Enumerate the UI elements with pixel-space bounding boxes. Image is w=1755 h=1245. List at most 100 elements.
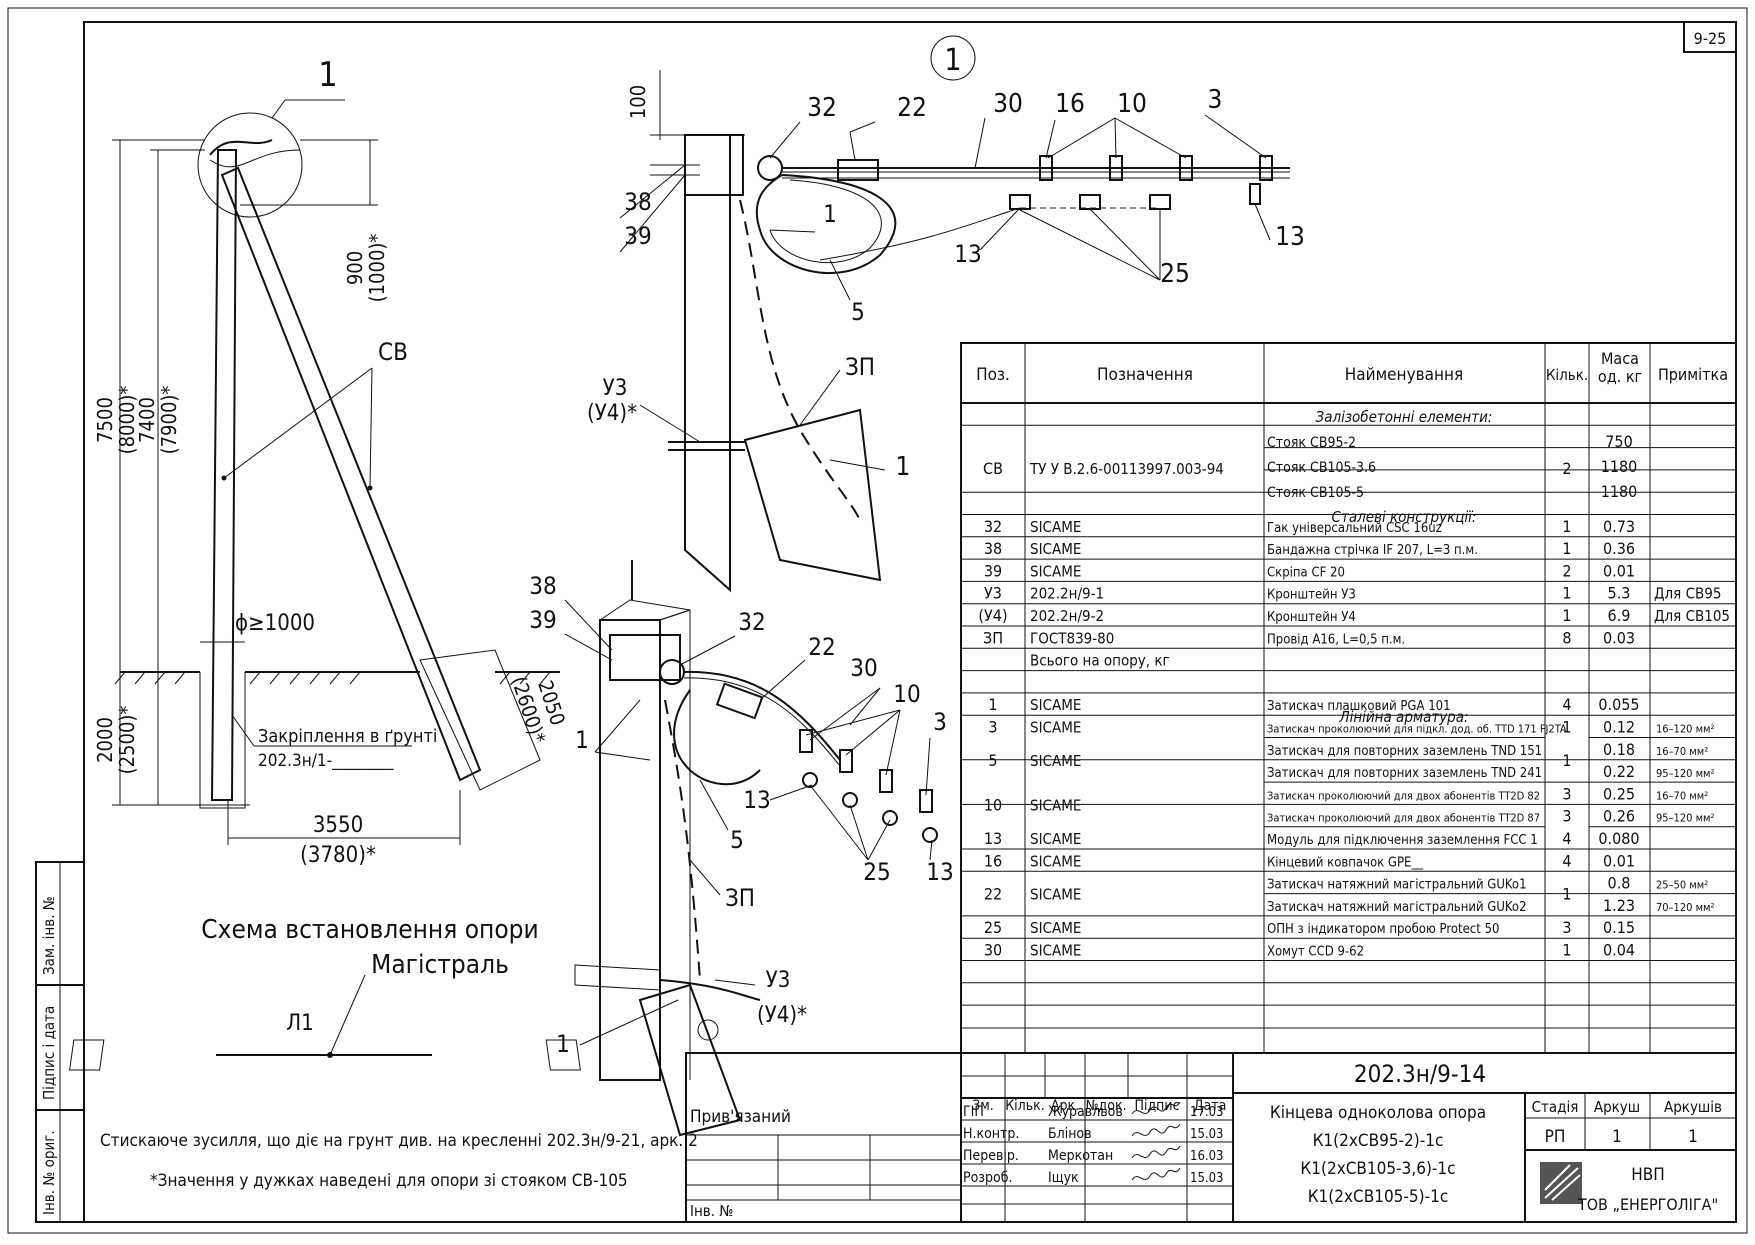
company-logo: [1540, 1162, 1582, 1204]
fit-16-pos: 16: [984, 851, 1002, 870]
fit-3-des: SICAME: [1030, 719, 1081, 737]
cv-item-2-mass: 1180: [1601, 457, 1638, 476]
steel-row-4-pos: (У4): [978, 606, 1007, 625]
steel-row-1-qty: 1: [1562, 539, 1571, 558]
fit-30-pos: 30: [984, 941, 1002, 960]
fit-1-pos: 1: [988, 695, 997, 714]
fit-22-item-1-note: 70–120 мм²: [1656, 901, 1714, 914]
dim-7400: 7400: [135, 397, 159, 443]
fit-3-mass: 0.12: [1603, 718, 1635, 737]
section-steel: Сталеві конструкції:: [1332, 508, 1477, 526]
fit-5-des: SICAME: [1030, 752, 1081, 770]
sig-0-name: Журавльов: [1048, 1104, 1123, 1120]
bottom-label-u4: (У4)*: [757, 1003, 807, 1028]
fit-22-qty: 1: [1562, 885, 1571, 904]
bottom-label-3: 3: [933, 708, 947, 736]
fit-5-pos: 5: [988, 751, 997, 770]
fit-13-des: SICAME: [1030, 830, 1081, 848]
stage-value: РП: [1545, 1127, 1566, 1147]
cv-qty: 2: [1562, 459, 1571, 478]
fit-10-item-1-name: Затискач проколюючий для двох абонентів …: [1267, 812, 1540, 825]
bottom-label-u3: У3: [766, 968, 791, 993]
steel-row-1-designation: SICAME: [1030, 540, 1081, 558]
fit-5-item-0-note: 16–70 мм²: [1656, 745, 1708, 758]
dim-7900: (7900)*: [157, 386, 181, 455]
fit-10-item-0-note: 16–70 мм²: [1656, 789, 1708, 802]
fit-1-name: Затискач плашковий PGA 101: [1267, 699, 1451, 714]
dim-1000: (1000)*: [365, 234, 389, 303]
top-label-25: 25: [1160, 259, 1190, 289]
sig-2-name: Меркотан: [1048, 1148, 1113, 1164]
sig-0-date: 17.03: [1190, 1105, 1223, 1120]
fit-5-item-0-mass: 0.18: [1603, 740, 1635, 759]
org-1: НВП: [1631, 1165, 1665, 1185]
spec-table: Поз. Позначення Найменування Кільк. Маса…: [960, 342, 1737, 1054]
stamp-inv-orig: Інв. № ориг.: [40, 1130, 58, 1215]
fit-16-qty: 4: [1562, 851, 1571, 870]
top-label-22: 22: [897, 93, 927, 123]
section-fittings: Лінійна арматура:: [1338, 708, 1468, 726]
callout-1: 1: [318, 55, 337, 95]
side-stamp: Інв. № ориг. Підпис і дата Зам. інв. №: [35, 861, 85, 1223]
fit-22-item-0-name: Затискач натяжний магістральний GUKo1: [1267, 878, 1527, 893]
fit-22-pos: 22: [984, 885, 1002, 904]
sheets-value: 1: [1688, 1127, 1698, 1147]
note-1: Стискаюче зусилля, що діє на грунт див. …: [100, 1131, 698, 1151]
title-block: Прив'язаний Інв. № Зм. Кільк. Арк. №док.…: [685, 1052, 1737, 1223]
th-mass: Маса од. кг: [1597, 350, 1643, 386]
fit-10-item-0-qty: 3: [1562, 784, 1571, 803]
steel-row-2-name: Скріпа CF 20: [1267, 565, 1345, 580]
steel-row-5-designation: ГОСТ839-80: [1030, 629, 1114, 647]
top-label-13-right: 13: [1275, 222, 1305, 252]
fit-5-qty: 1: [1562, 751, 1571, 770]
steel-row-3-note: Для СВ95: [1654, 585, 1721, 603]
stage-header: Стадія: [1532, 1098, 1579, 1116]
bottom-label-38: 38: [529, 572, 556, 600]
fit-10-item-0-name: Затискач проколюючий для двох абонентів …: [1267, 789, 1540, 802]
top-label-32: 32: [807, 93, 837, 123]
steel-row-3-pos: У3: [984, 584, 1002, 603]
top-label-3: 3: [1208, 85, 1223, 115]
inv-label: Інв. №: [690, 1202, 733, 1220]
steel-row-0-designation: SICAME: [1030, 518, 1081, 536]
doc-name-4: К1(2хСВ105-5)-1с: [1308, 1187, 1449, 1207]
doc-name-2: К1(2хСВ95-2)-1с: [1313, 1131, 1444, 1151]
cv-item-3-mass: 1180: [1601, 482, 1638, 501]
sig-1-name: Блінов: [1048, 1126, 1092, 1142]
dim-8000: (8000)*: [115, 386, 139, 455]
steel-row-4-mass: 6.9: [1608, 606, 1631, 625]
top-label-30: 30: [993, 89, 1023, 119]
fit-25-pos: 25: [984, 918, 1002, 937]
top-label-39: 39: [624, 222, 651, 250]
doc-name-3: К1(2хСВ105-3,6)-1с: [1300, 1159, 1455, 1179]
dim-3550: 3550: [313, 813, 363, 838]
steel-row-5-qty: 8: [1562, 628, 1571, 647]
fit-22-item-1-name: Затискач натяжний магістральний GUKo2: [1267, 900, 1527, 915]
th-pos: Поз.: [976, 365, 1010, 385]
dim-diameter: ϕ≥1000: [235, 611, 315, 636]
steel-row-5-pos: ЗП: [983, 628, 1003, 647]
sig-1-role: Н.контр.: [963, 1126, 1019, 1142]
steel-row-2-designation: SICAME: [1030, 562, 1081, 580]
rev-h-sign: Підпис: [1134, 1098, 1179, 1114]
sheet-value: 1: [1612, 1127, 1622, 1147]
fit-25-des: SICAME: [1030, 919, 1081, 937]
doc-code: 202.3н/9-14: [1354, 1060, 1486, 1088]
fit-16-mass: 0.01: [1603, 851, 1635, 870]
fit-10-item-1-qty: 3: [1562, 807, 1571, 826]
sig-0-role: ГІП: [963, 1104, 984, 1120]
sig-3-role: Розроб.: [963, 1170, 1012, 1186]
detail-number-circle: [930, 35, 976, 81]
org-2: ТОВ „ЕНЕРГОЛІГА": [1577, 1195, 1718, 1214]
top-label-1-bracket: 1: [896, 452, 911, 482]
steel-row-3-qty: 1: [1562, 584, 1571, 603]
steel-row-4-note: Для СВ105: [1654, 607, 1730, 625]
fit-16-des: SICAME: [1030, 852, 1081, 870]
fit-30-mass: 0.04: [1603, 941, 1635, 960]
top-label-1: 1: [823, 200, 837, 228]
bottom-label-13-left: 13: [743, 786, 770, 814]
fit-22-item-0-mass: 0.8: [1608, 874, 1631, 893]
